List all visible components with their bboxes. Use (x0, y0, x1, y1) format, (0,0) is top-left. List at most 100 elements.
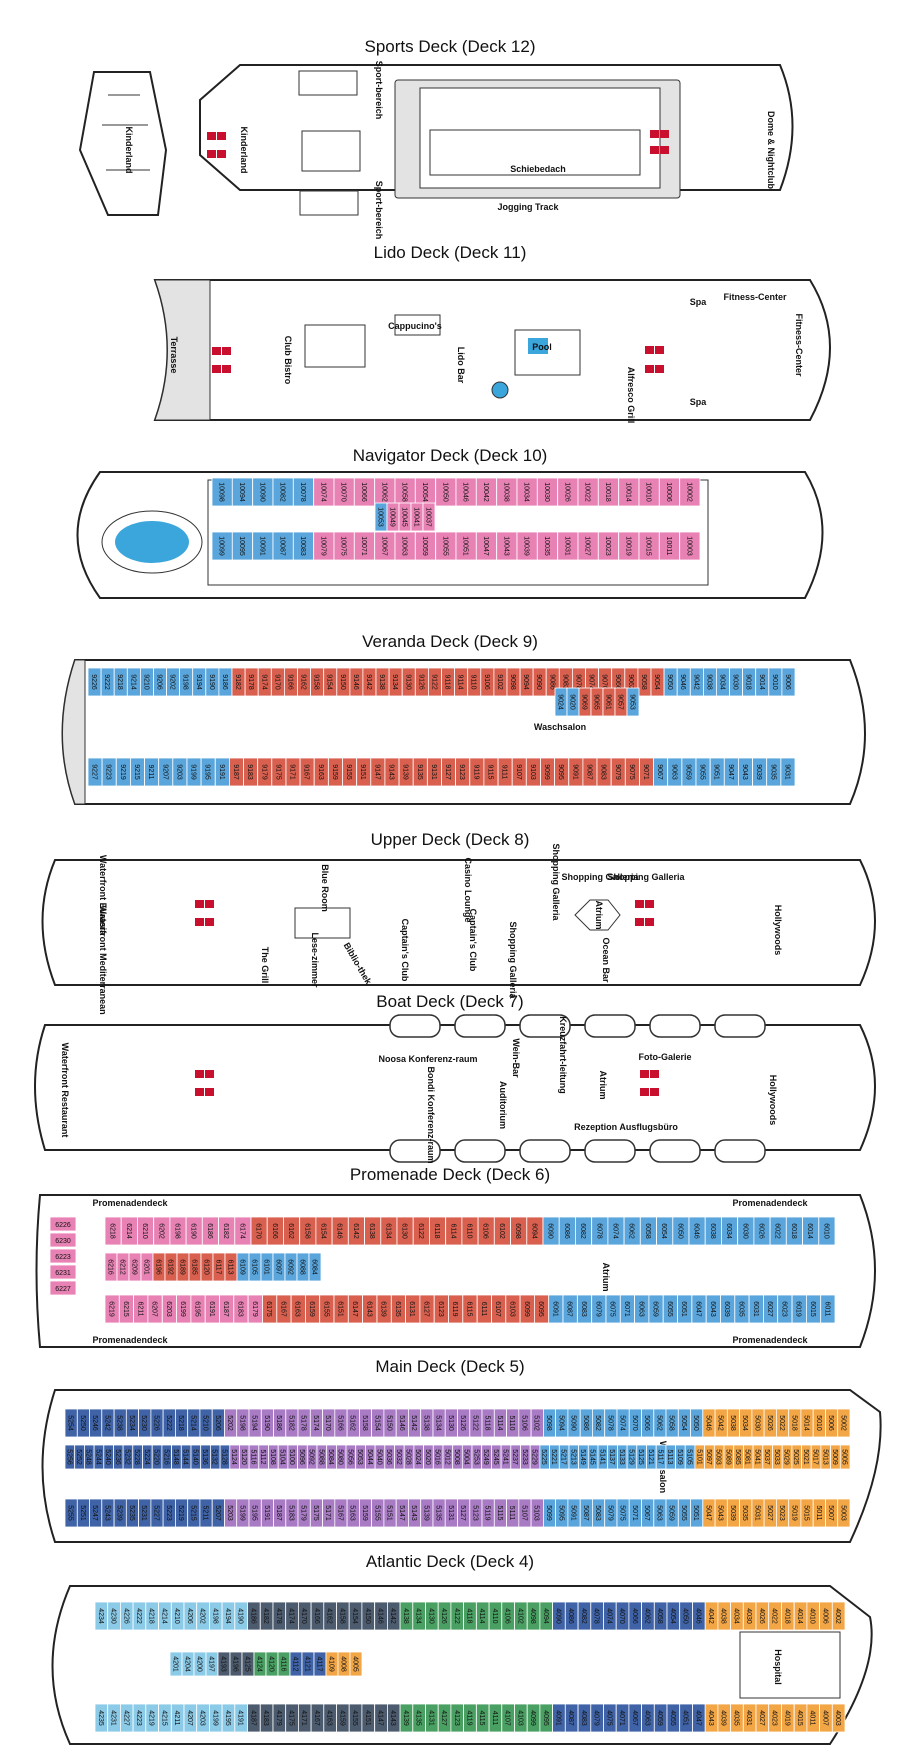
cabin-5003[interactable] (837, 1498, 851, 1528)
cabin-number: 4117 (316, 1656, 323, 1671)
deck-8-plan: Waterfront Eurasia Waterfront Mediterran… (41, 843, 876, 1015)
cabin-number: 4193 (220, 1656, 227, 1672)
cabin-number: 4125 (244, 1656, 251, 1672)
cabin-9053[interactable] (626, 687, 640, 717)
cabin-number: 10050 (441, 482, 448, 502)
cabin-10002[interactable] (679, 477, 701, 507)
cabin-number: 9219 (119, 764, 126, 780)
cabin-number: 4198 (211, 1608, 218, 1624)
cabin-4002[interactable] (831, 1601, 846, 1631)
cabin-number: 4087 (567, 1710, 574, 1726)
cabin-number: 4083 (580, 1710, 587, 1726)
cabin-number: 4226 (122, 1608, 129, 1624)
cabin-number: 4059 (656, 1710, 663, 1726)
cabin-number: 5202 (226, 1415, 233, 1431)
cabin-number: 10062 (380, 482, 387, 502)
cabin-number: 6138 (368, 1223, 375, 1239)
cabin-number: 5187 (275, 1505, 282, 1521)
cabin-number: 6092 (287, 1259, 294, 1275)
cabin-number: 5147 (398, 1505, 405, 1521)
cabin-6223[interactable] (49, 1248, 77, 1264)
cabin-number: 5037 (763, 1449, 770, 1465)
cabin-number: 6099 (523, 1301, 530, 1317)
cabin-number: 4124 (256, 1656, 263, 1672)
cabin-number: 5038 (729, 1415, 736, 1431)
cabin-number: 5081 (744, 1449, 751, 1465)
cabin-number: 10031 (563, 536, 570, 556)
cabin-number: 10011 (665, 537, 672, 556)
cabin-number: 4142 (389, 1608, 396, 1624)
cabin-number: 4102 (516, 1608, 523, 1624)
cabin-number: 4047 (694, 1710, 701, 1726)
cabin-number: 9010 (771, 674, 778, 690)
cabin-10037[interactable] (422, 502, 436, 532)
cabin-number: 9183 (246, 764, 253, 780)
cabin-number: 9086 (548, 674, 555, 690)
cabin-number: 5031 (754, 1505, 761, 1521)
cabin-number: 5182 (287, 1415, 294, 1431)
cabin-number: 9020 (569, 694, 576, 710)
cabin-number: 10083 (299, 536, 306, 556)
deck-5-plan: Waschsalon 52545250524652425238523452305… (41, 1389, 882, 1543)
cabin-number: 6207 (151, 1301, 158, 1317)
cabin-number: 9143 (388, 764, 395, 780)
cabin-number: 5170 (324, 1415, 331, 1431)
cabin-number: 5154 (373, 1415, 380, 1431)
cabin-number: 5058 (668, 1415, 675, 1431)
cabin-number: 5227 (153, 1505, 160, 1521)
cabin-number: 10063 (401, 536, 408, 556)
cabin-number: 6142 (352, 1223, 359, 1239)
deck-title: Navigator Deck (Deck 10) (352, 446, 548, 465)
cabin-number: 6035 (738, 1301, 745, 1317)
cabin-number: 4035 (732, 1710, 739, 1726)
cabin-number: 5089 (724, 1449, 731, 1465)
cabin-number: 5171 (324, 1505, 331, 1521)
cabin-number: 10066 (360, 482, 367, 502)
cabin-number: 9163 (317, 764, 324, 780)
cabin-5005[interactable] (839, 1444, 851, 1470)
cabin-9006[interactable] (781, 667, 796, 697)
cabin-number: 5215 (189, 1505, 196, 1521)
cabin-number: 5222 (165, 1415, 172, 1431)
cabin-number: 4182 (262, 1608, 269, 1624)
cabin-number: 5034 (741, 1415, 748, 1431)
cabin-10003[interactable] (679, 531, 701, 561)
cabin-number: 9211 (147, 764, 154, 779)
cabin-number: 6196 (155, 1259, 162, 1275)
cabin-number: 5143 (410, 1505, 417, 1521)
cabin-6084[interactable] (308, 1252, 322, 1282)
cabin-6231[interactable] (49, 1264, 77, 1280)
cabin-number: 5046 (704, 1415, 711, 1431)
promenade-label-4: Promenadendeck (732, 1335, 808, 1345)
cabin-number: 6115 (466, 1301, 473, 1316)
cabin-number: 4191 (237, 1710, 244, 1726)
cabin-6011[interactable] (820, 1294, 836, 1324)
cabin-4003[interactable] (831, 1703, 846, 1733)
cabin-number: 5096 (298, 1449, 305, 1465)
cabin-number: 4022 (771, 1608, 778, 1624)
cabin-number: 10079 (319, 536, 326, 556)
cabin-number: 4019 (783, 1710, 790, 1726)
cabin-6227[interactable] (49, 1280, 77, 1296)
cabin-number: 4215 (160, 1710, 167, 1726)
cabin-number: 9035 (769, 764, 776, 780)
cabin-number: 5104 (279, 1449, 286, 1465)
cabin-number: 5084 (327, 1449, 334, 1465)
cabin-number: 9127 (444, 764, 451, 780)
cabin-number: 4098 (529, 1608, 536, 1624)
cabin-6226[interactable] (49, 1216, 77, 1232)
cabin-number: 9171 (289, 764, 296, 780)
cabin-number: 6117 (215, 1259, 222, 1274)
cabin-5002[interactable] (837, 1408, 851, 1438)
cabin-6010[interactable] (818, 1216, 836, 1246)
cabin-number: 6147 (351, 1301, 358, 1317)
cabin-number: 9118 (444, 674, 451, 689)
cabin-6230[interactable] (49, 1232, 77, 1248)
cabin-9031[interactable] (780, 757, 796, 787)
cabin-number: 6143 (365, 1301, 372, 1317)
cabin-number: 9095 (557, 764, 564, 780)
cabin-number: 5141 (598, 1449, 605, 1465)
cabin-number: 5107 (521, 1505, 528, 1521)
cabin-4005[interactable] (349, 1651, 363, 1677)
